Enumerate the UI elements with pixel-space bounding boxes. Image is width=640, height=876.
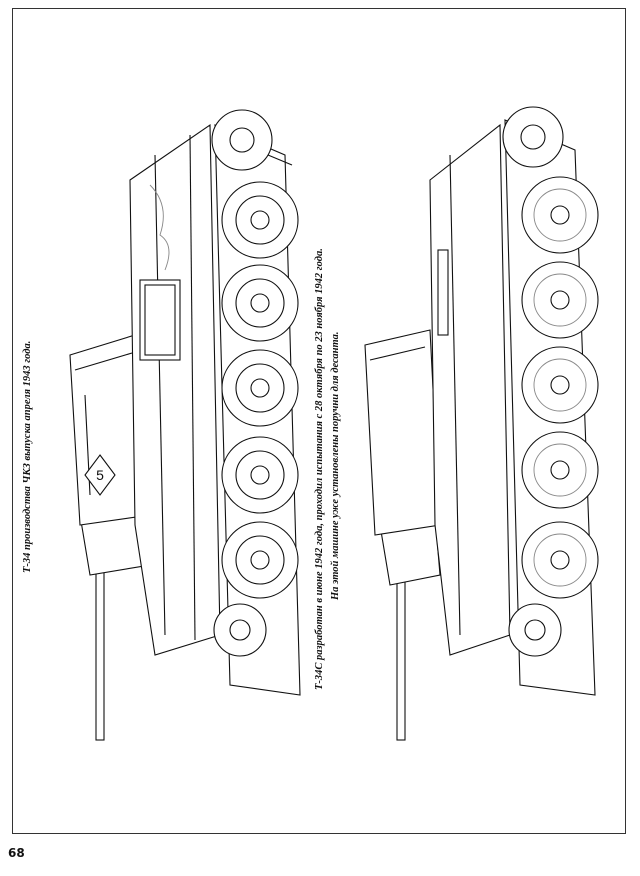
- caption-t34-chkz: Т-34 производства ЧКЗ выпуска апреля 194…: [22, 340, 33, 573]
- caption-t34s-line1: Т-34С разработан в июне 1942 года, прохо…: [314, 248, 325, 690]
- page-frame: [12, 8, 626, 834]
- caption-t34s-line2: На этой машине уже установлены поручни д…: [330, 331, 341, 600]
- turret-number: 5: [96, 467, 104, 483]
- tank-drawing-t34-chkz: 5: [69, 109, 301, 741]
- tank-drawing-t34s: [364, 106, 599, 741]
- page-number: 68: [8, 846, 25, 860]
